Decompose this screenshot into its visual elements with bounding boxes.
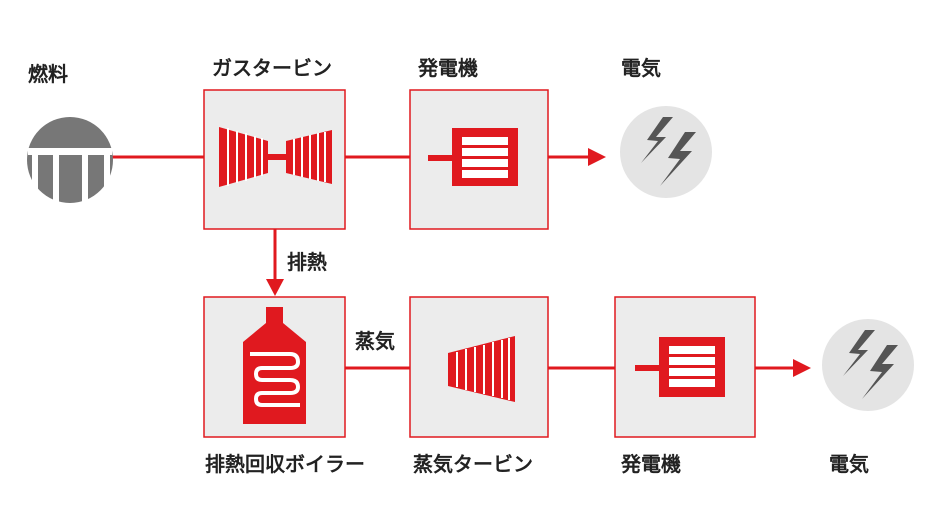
gas-turbine-icon (219, 127, 332, 187)
electricity-arrowhead-top (588, 148, 606, 166)
electricity-label-bottom: 電気 (829, 452, 869, 476)
hrsg-box (203, 296, 346, 438)
steam-turbine-icon (448, 336, 515, 402)
generator-box-top (409, 89, 549, 230)
electricity-arrowhead-bottom (793, 359, 811, 377)
fuel-label: 燃料 (28, 62, 68, 86)
gas-turbine-label: ガスタービン (212, 56, 332, 80)
generator-label-top: 発電機 (418, 56, 478, 80)
generator-icon (428, 128, 518, 186)
fuel-tank-icon (27, 117, 113, 203)
boiler-icon (243, 307, 306, 424)
lightning-bolt-icon (620, 106, 712, 198)
hrsg-label: 排熱回収ボイラー (205, 452, 365, 476)
gas-turbine-box (203, 89, 346, 230)
steam-label: 蒸気 (355, 329, 395, 353)
exhaust-heat-arrowhead (266, 279, 284, 296)
lightning-bolt-icon (822, 319, 914, 411)
electricity-label-top: 電気 (621, 56, 661, 80)
steam-turbine-box (409, 296, 549, 438)
exhaust-heat-label: 排熱 (287, 250, 327, 274)
generator-label-bottom: 発電機 (621, 452, 681, 476)
steam-turbine-label: 蒸気タービン (413, 452, 533, 476)
generator-icon (635, 337, 725, 397)
generator-box-bottom (614, 296, 756, 438)
